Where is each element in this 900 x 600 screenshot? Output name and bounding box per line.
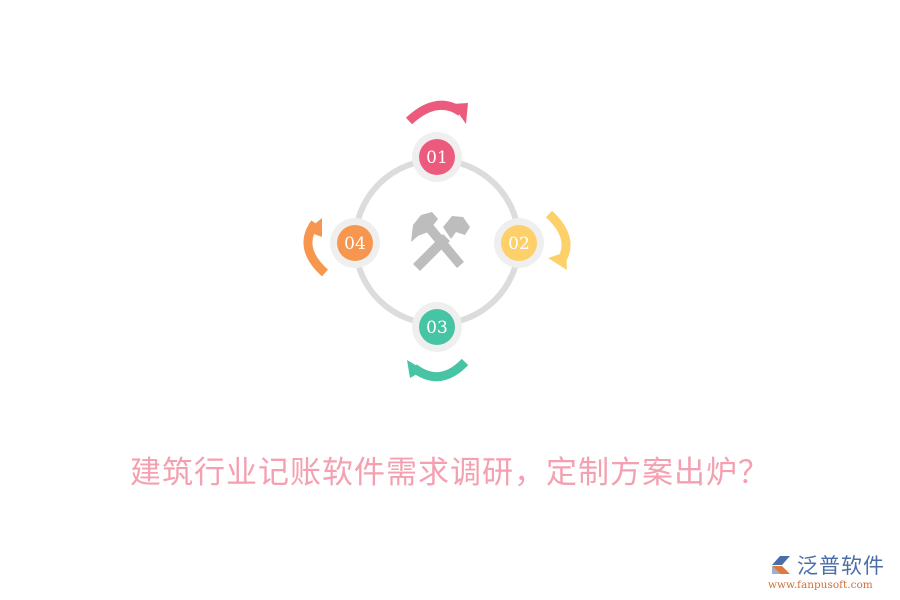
arrow-right-icon — [545, 210, 571, 270]
node-04-label: 04 — [344, 234, 366, 254]
node-02: 02 — [494, 218, 544, 268]
node-01-label: 01 — [426, 148, 448, 168]
page-title: 建筑行业记账软件需求调研，定制方案出炉？ — [130, 455, 770, 491]
fanpu-logo-icon — [772, 556, 790, 574]
brand-logo: 泛普软件 www.fanpusoft.com — [768, 552, 896, 596]
arrow-top-icon — [405, 100, 468, 125]
node-02-label: 02 — [508, 234, 530, 254]
node-03-label: 03 — [426, 318, 448, 338]
node-04: 04 — [330, 218, 380, 268]
logo-url: www.fanpusoft.com — [768, 579, 873, 591]
logo-name: 泛普软件 — [797, 554, 885, 578]
node-03: 03 — [412, 302, 462, 352]
arrow-bottom-icon — [407, 358, 469, 382]
crossed-hammers-icon — [411, 212, 470, 271]
arrow-left-icon — [303, 218, 329, 277]
node-01: 01 — [412, 132, 462, 182]
